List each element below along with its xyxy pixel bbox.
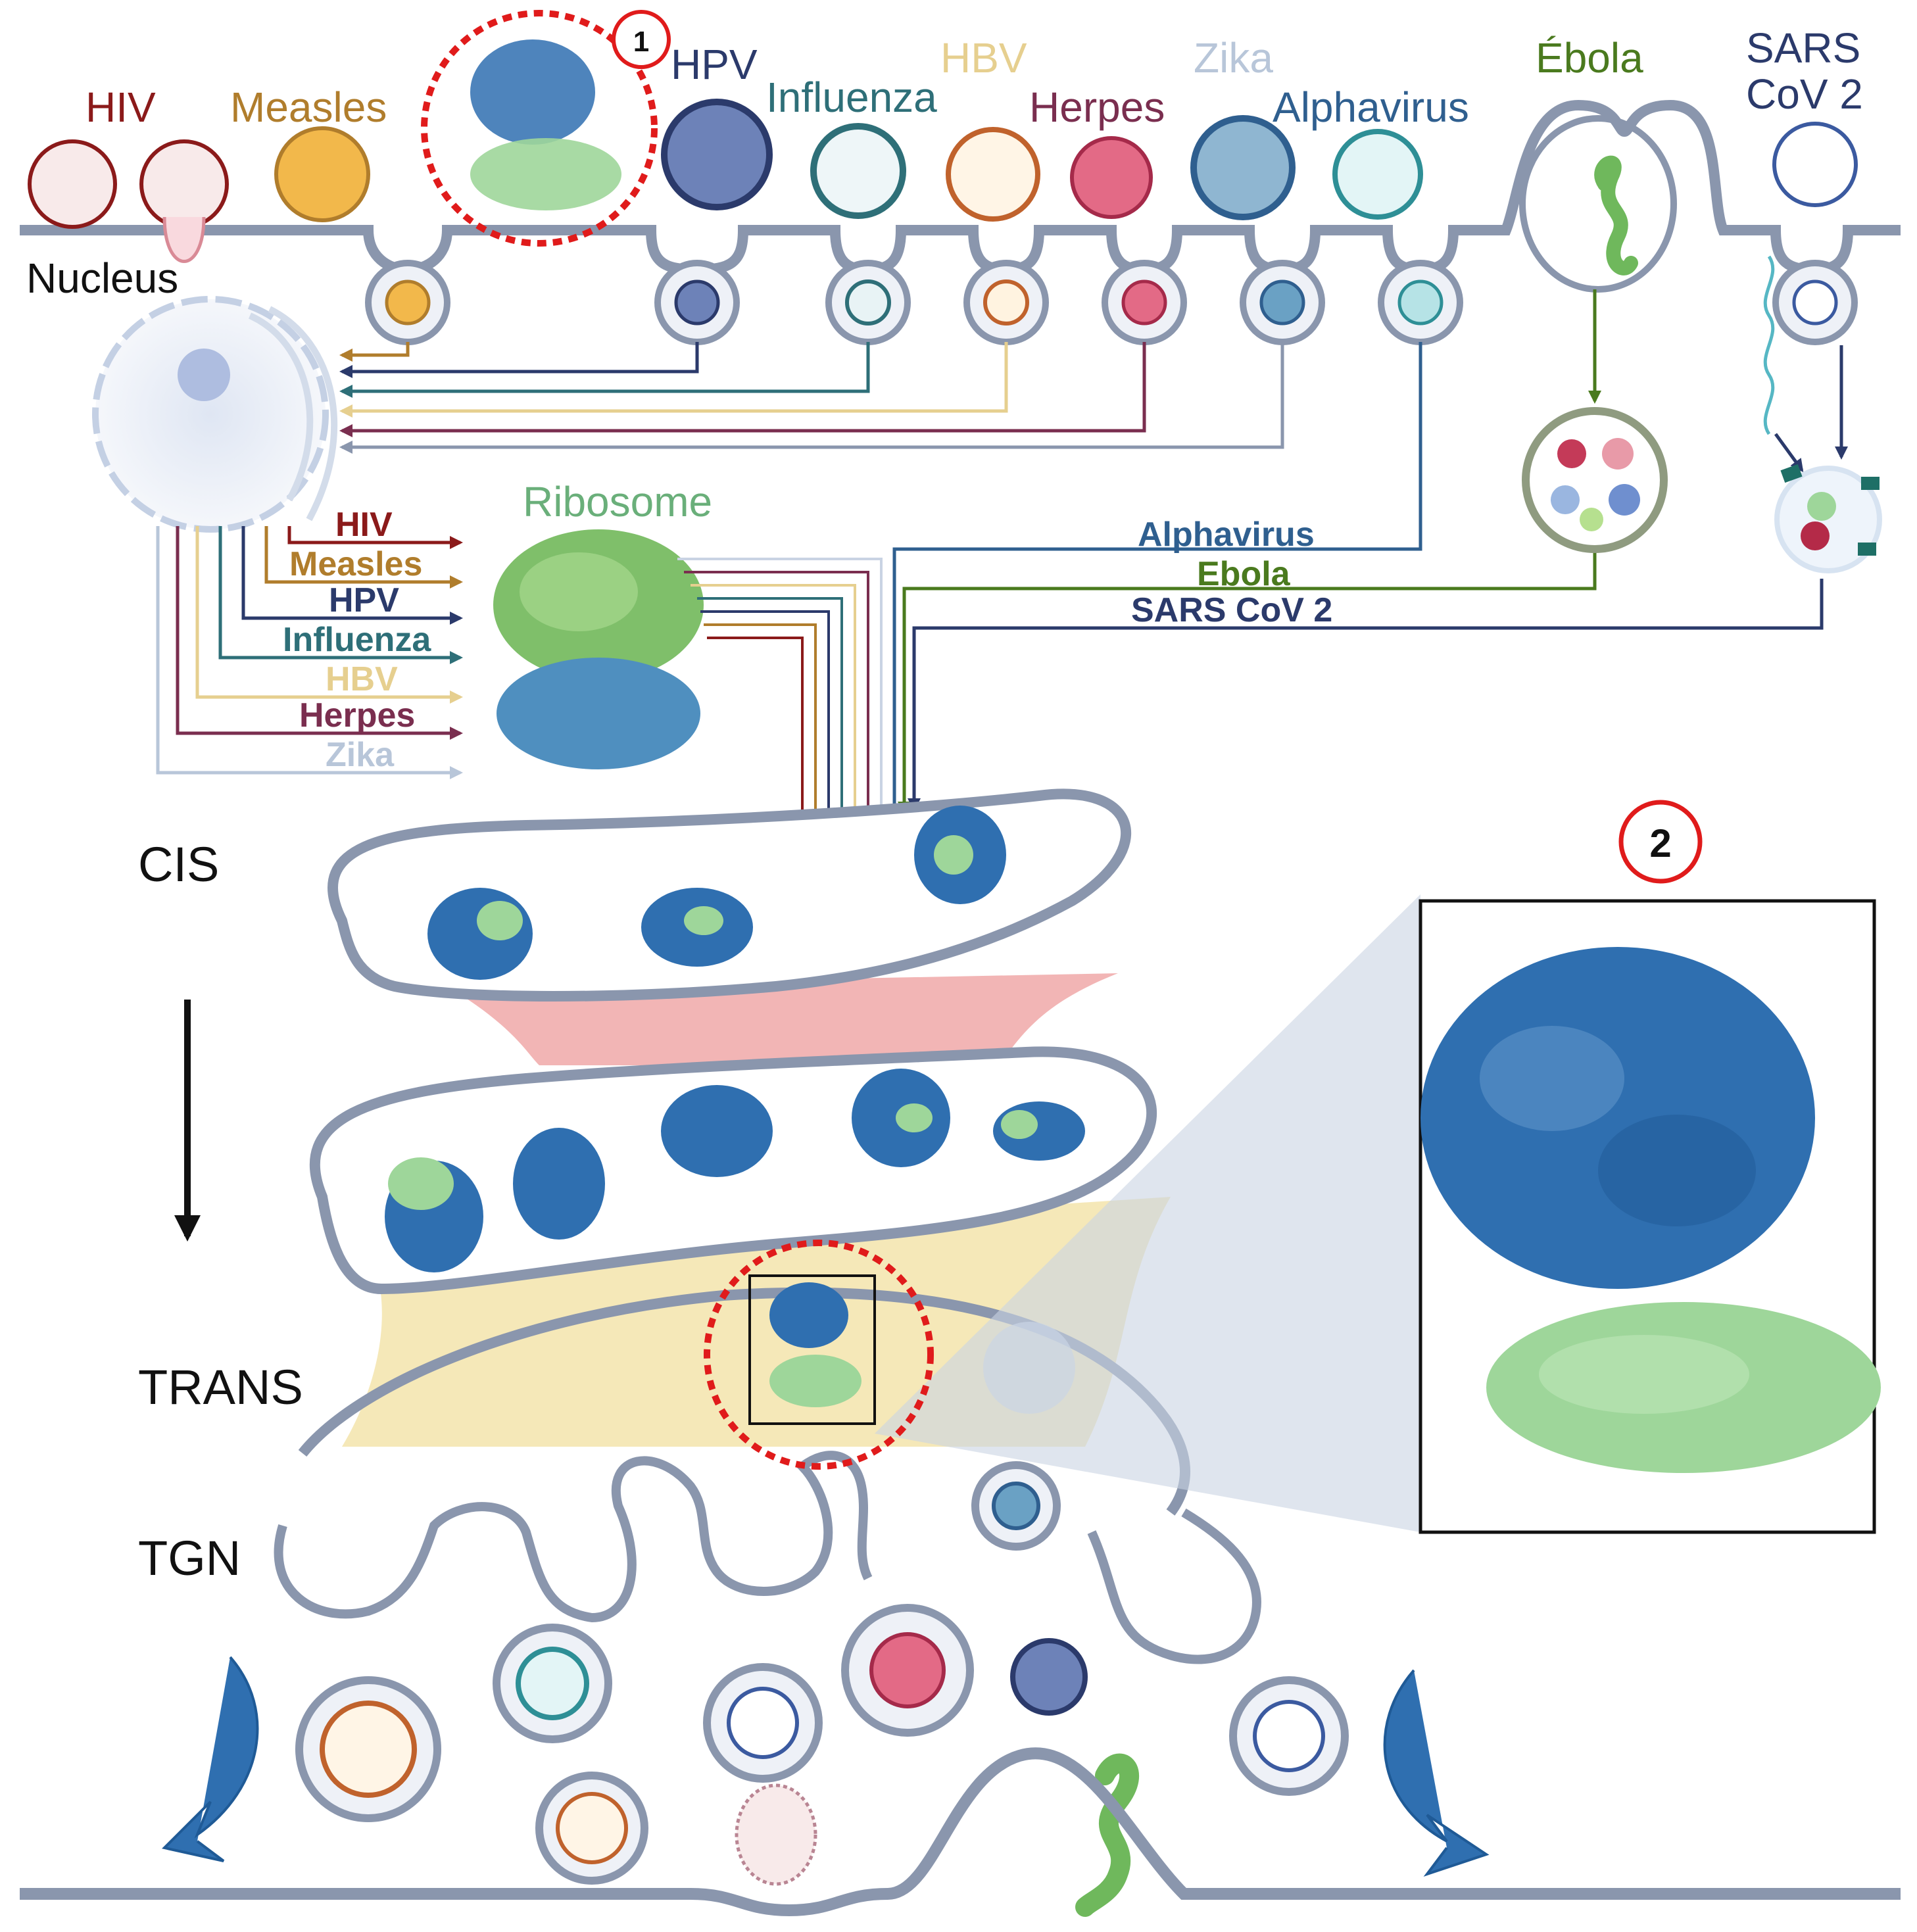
influenza-virion-icon [810, 123, 906, 219]
tgn-label: TGN [138, 1531, 241, 1585]
hiv-virion-icon [28, 139, 117, 229]
secretory-vesicles [295, 1604, 1349, 1917]
hpv-free-virion [1010, 1638, 1088, 1716]
legend-hbv: HBV [326, 660, 398, 698]
sars-rna-strand [1763, 255, 1775, 435]
virus-labels: HIV Measles HPV Influenza HBV Herpes Zik… [85, 24, 1863, 131]
badge-1-text: 1 [633, 26, 649, 58]
trans-golgi-network [274, 1451, 1261, 1664]
sars-label-line2: CoV 2 [1746, 70, 1863, 118]
legend-alphavirus: Alphavirus [1138, 516, 1315, 554]
badge-2-text: 2 [1649, 821, 1671, 865]
left-exocytosis-arrow [162, 1656, 259, 1862]
nucleolus [178, 349, 230, 401]
right-exocytosis-arrow [1383, 1669, 1490, 1877]
hbv-virion-icon [946, 127, 1040, 222]
badge-1 [612, 10, 671, 69]
ebola-virion-icon [1594, 155, 1638, 276]
herpes-virion-icon [1070, 136, 1153, 219]
arrow-hpv-to-nucleus [339, 342, 699, 378]
arrow-alphavirus-to-golgi [888, 342, 1422, 818]
herpes-label: Herpes [1029, 84, 1165, 131]
alphavirus-virion-icon [1332, 129, 1423, 220]
protein-zoom-alpha-domain [1420, 947, 1815, 1289]
nucleus: Nucleus [26, 254, 338, 533]
endocytic-vesicles [365, 260, 1858, 345]
arrow-sars-to-golgi [908, 579, 1824, 811]
ribosome: Ribosome [493, 478, 712, 769]
zika-label: Zika [1194, 34, 1273, 82]
sars-label-line1: SARS [1746, 24, 1860, 72]
exocytosis-arrows [162, 1656, 1490, 1877]
virus-particles-top [28, 99, 1858, 293]
bottom-plasma-membrane [20, 1747, 1901, 1917]
protein-highlight-1: 1 [421, 10, 671, 247]
protein-highlight-1-ring [421, 10, 658, 247]
measles-virion-icon [274, 126, 370, 222]
endocytic-arrows [339, 342, 1284, 454]
legend-hpv: HPV [329, 581, 399, 619]
zoom-wedge [875, 894, 1420, 1532]
protein-1-alpha-domain [470, 39, 595, 145]
hbv-label: HBV [940, 34, 1027, 82]
arrow-influenza-to-nucleus [339, 342, 870, 398]
ribosome-small-subunit [497, 658, 700, 769]
legend-right: Alphavirus Ebola SARS CoV 2 [1131, 516, 1332, 629]
ebola-lysosome [1522, 407, 1668, 553]
nucleus-exit-arrows [156, 526, 463, 779]
right-pathway-arrows [888, 289, 1848, 818]
sars-virion-icon [1772, 122, 1858, 207]
arrow-zika-to-nucleus [339, 342, 1284, 454]
hiv-label: HIV [85, 84, 156, 131]
legend-hiv: HIV [335, 506, 393, 544]
hiv-virion-fusing-icon [139, 139, 229, 229]
legend-left: HIV Measles HPV Influenza HBV Herpes Zik… [283, 506, 431, 774]
golgi-stage-labels: CIS TRANS TGN [138, 837, 303, 1585]
measles-label: Measles [230, 84, 387, 131]
nucleus-label: Nucleus [26, 254, 178, 302]
hiv-budding-virion [735, 1783, 817, 1886]
protein-highlight-2: 2 [704, 800, 1881, 1534]
arrow-measles-to-nucleus [339, 342, 410, 362]
arrow-hbv-to-nucleus [339, 342, 1008, 418]
top-plasma-membrane [20, 99, 1901, 276]
legend-sars-cov-2: SARS CoV 2 [1131, 591, 1332, 629]
alphavirus-label: Alphavirus [1273, 84, 1469, 131]
arrow-herpes-to-nucleus [339, 342, 1146, 437]
trans-highlight-box [748, 1274, 876, 1425]
medial-protein-3 [661, 1085, 773, 1177]
hpv-virion-icon [661, 99, 773, 210]
ribosome-label: Ribosome [523, 478, 712, 525]
nucleus-envelope [92, 296, 329, 533]
cis-label: CIS [138, 837, 219, 892]
hpv-label: HPV [671, 41, 758, 88]
legend-ebola: Ebola [1197, 555, 1291, 593]
legend-zika: Zika [326, 736, 395, 774]
legend-measles: Measles [289, 545, 422, 583]
medial-protein-2 [513, 1128, 605, 1240]
legend-influenza: Influenza [283, 621, 431, 659]
ebola-endosome [1519, 115, 1677, 293]
ebola-label: Ébola [1536, 34, 1643, 82]
ribosome-to-golgi-arrows [677, 558, 886, 831]
trans-highlight-ring [704, 1240, 934, 1470]
legend-herpes: Herpes [299, 696, 415, 735]
badge-2 [1618, 800, 1703, 884]
sars-vesicle-lower [1774, 464, 1882, 573]
influenza-label: Influenza [766, 74, 937, 121]
ebola-budding-virion [1075, 1753, 1140, 1917]
trans-label: TRANS [138, 1360, 303, 1414]
protein-1-beta-domain [470, 138, 621, 210]
zika-virion-icon [1190, 115, 1296, 220]
